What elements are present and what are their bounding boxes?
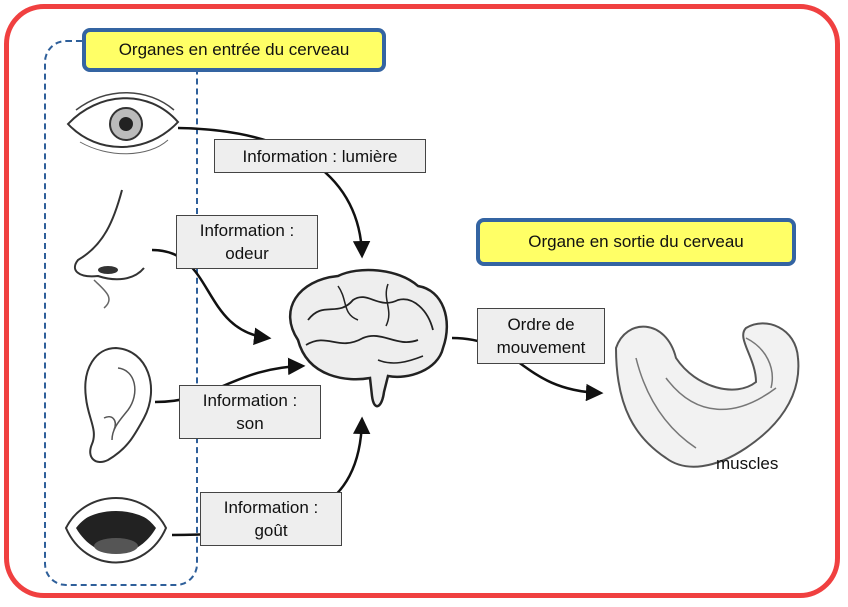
info-light-label: Information : lumière <box>242 146 398 166</box>
ear-icon <box>84 346 153 463</box>
nose-icon <box>73 189 145 309</box>
info-smell-box: Information : odeur <box>176 215 318 269</box>
eye-icon <box>66 92 180 155</box>
info-taste-label-2: goût <box>254 521 288 540</box>
order-label-1: Ordre de <box>507 315 575 334</box>
info-sound-label-1: Information : <box>202 391 298 410</box>
info-smell-label-1: Information : <box>199 221 295 240</box>
mouth-icon <box>64 497 168 564</box>
info-sound-box: Information : son <box>179 385 321 439</box>
info-light-box: Information : lumière <box>214 139 426 173</box>
order-label-2: mouvement <box>496 338 586 357</box>
order-box: Ordre de mouvement <box>477 308 605 364</box>
arrow-smell <box>151 248 272 346</box>
muscles-label: muscles <box>716 454 779 473</box>
output-organ-title: Organe en sortie du cerveau <box>476 218 796 266</box>
arrow-order <box>451 336 604 402</box>
info-smell-label-2: odeur <box>225 244 269 263</box>
outer-frame <box>4 4 840 598</box>
info-taste-label-1: Information : <box>223 498 319 517</box>
arm-muscles-icon <box>614 322 800 468</box>
info-sound-label-2: son <box>236 414 264 433</box>
input-organs-title: Organes en entrée du cerveau <box>82 28 386 72</box>
arrow-sound <box>154 357 306 404</box>
brain-icon <box>288 268 448 408</box>
info-taste-box: Information : goût <box>200 492 342 546</box>
